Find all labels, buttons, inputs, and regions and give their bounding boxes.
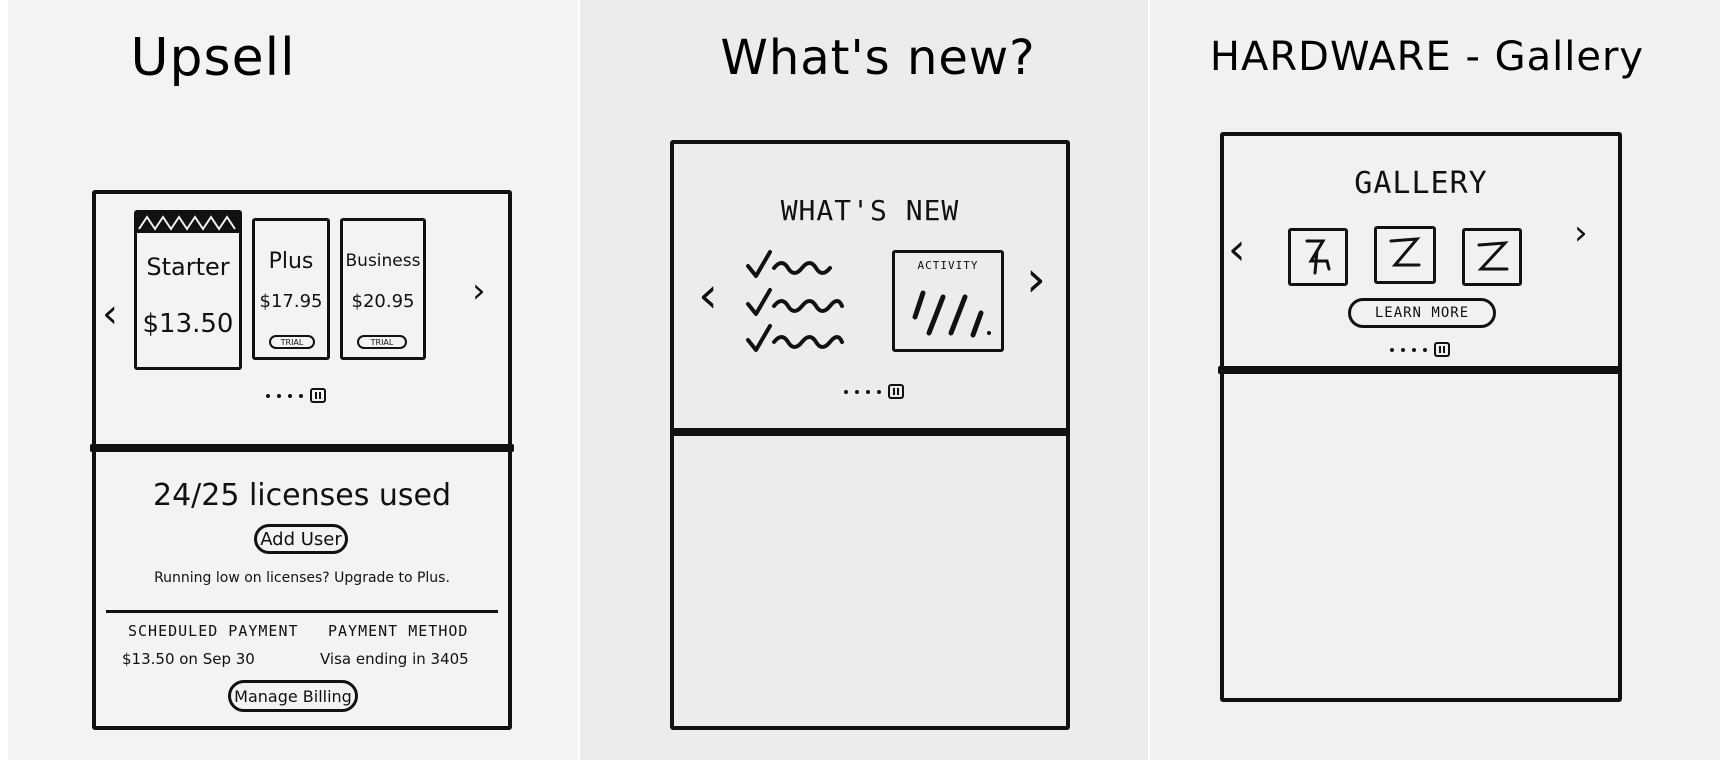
plan-price: $17.95 xyxy=(259,291,323,312)
add-user-button[interactable]: Add User xyxy=(254,524,348,554)
chevron-left-icon[interactable]: ‹ xyxy=(1228,224,1246,275)
manage-billing-button[interactable]: Manage Billing xyxy=(228,680,358,712)
section-heading: GALLERY xyxy=(1354,166,1488,201)
upgrade-note: Running low on licenses? Upgrade to Plus… xyxy=(154,570,450,586)
trial-label: TRIAL xyxy=(370,337,394,347)
selected-banner-icon xyxy=(137,213,239,233)
plan-card-plus[interactable]: Plus $17.95 TRIAL xyxy=(252,218,330,360)
activity-card[interactable]: ACTIVITY xyxy=(892,250,1004,352)
scheduled-payment-value: $13.50 on Sep 30 xyxy=(122,650,255,668)
plan-name: Business xyxy=(345,251,421,271)
hardware-image-icon xyxy=(1477,241,1509,271)
gallery-item[interactable] xyxy=(1288,228,1348,286)
manage-billing-label: Manage Billing xyxy=(234,686,352,706)
plan-name: Starter xyxy=(146,253,230,281)
pause-icon[interactable] xyxy=(310,388,326,403)
gallery-item[interactable] xyxy=(1374,226,1436,284)
chevron-left-icon[interactable]: ‹ xyxy=(102,291,118,337)
activity-label: ACTIVITY xyxy=(917,259,979,272)
chevron-right-icon[interactable]: › xyxy=(1574,213,1588,253)
activity-chart-icon xyxy=(912,290,991,338)
section-divider xyxy=(90,444,514,452)
trial-button[interactable]: TRIAL xyxy=(269,335,315,349)
plan-price: $20.95 xyxy=(351,291,415,312)
scheduled-payment-label: SCHEDULED PAYMENT xyxy=(128,622,299,640)
chevron-right-icon[interactable]: › xyxy=(1026,250,1046,308)
phone-frame: WHAT'S NEW ‹ › ACTIVITY xyxy=(670,140,1070,730)
plan-card-starter[interactable]: Starter $13.50 xyxy=(134,210,242,370)
hardware-image-icon xyxy=(1305,239,1331,275)
section-divider xyxy=(1218,366,1620,374)
learn-more-label: LEARN MORE xyxy=(1374,305,1470,321)
pause-icon[interactable] xyxy=(888,384,904,399)
billing-divider xyxy=(106,610,498,613)
panel-title: What's new? xyxy=(720,30,1036,86)
payment-method-label: PAYMENT METHOD xyxy=(328,622,469,640)
chevron-left-icon[interactable]: ‹ xyxy=(698,266,718,324)
phone-frame: ‹ › Starter $13.50 Plus $17.95 TRIAL Bus… xyxy=(90,190,514,730)
add-user-label: Add User xyxy=(260,528,342,550)
feature-checklist-icon xyxy=(746,250,844,352)
carousel-pagination[interactable] xyxy=(266,388,326,403)
learn-more-button[interactable]: LEARN MORE xyxy=(1348,298,1496,328)
panel-title: HARDWARE - Gallery xyxy=(1209,34,1645,80)
hardware-image-icon xyxy=(1389,237,1421,267)
carousel-pagination[interactable] xyxy=(844,384,904,399)
whats-new-panel: What's new? WHAT'S NEW ‹ › ACTIVITY xyxy=(580,0,1148,760)
licenses-used: 24/25 licenses used xyxy=(152,478,452,513)
section-divider xyxy=(670,428,1070,436)
phone-frame: GALLERY ‹ › LEARN MORE xyxy=(1218,132,1622,702)
hardware-gallery-panel: HARDWARE - Gallery GALLERY ‹ › LEARN MOR… xyxy=(1150,0,1720,760)
plan-card-business[interactable]: Business $20.95 TRIAL xyxy=(340,218,426,360)
panel-title: Upsell xyxy=(130,28,296,88)
gallery-item[interactable] xyxy=(1462,228,1522,286)
trial-label: TRIAL xyxy=(280,337,304,347)
chevron-right-icon[interactable]: › xyxy=(472,271,486,311)
plan-price: $13.50 xyxy=(142,309,234,339)
upsell-panel: Upsell ‹ › Starter $13.50 Plus $17.95 TR… xyxy=(8,0,578,760)
section-heading: WHAT'S NEW xyxy=(780,194,960,227)
trial-button[interactable]: TRIAL xyxy=(357,335,407,349)
carousel-pagination[interactable] xyxy=(1390,342,1450,357)
pause-icon[interactable] xyxy=(1434,342,1450,357)
plan-name: Plus xyxy=(268,249,314,274)
payment-method-value: Visa ending in 3405 xyxy=(320,650,469,668)
